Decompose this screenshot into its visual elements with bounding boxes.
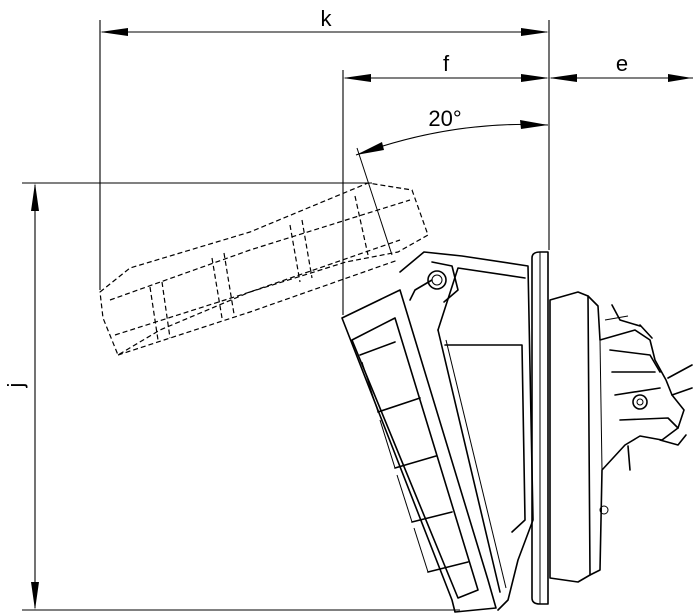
dimension-label-j: j	[3, 383, 28, 389]
socket-housing	[341, 251, 534, 613]
dimension-label-e: e	[616, 51, 628, 76]
dimension-label-k: k	[321, 6, 333, 31]
dimension-label-angle: 20°	[428, 106, 461, 131]
mounting-plate	[531, 251, 549, 605]
dimension-j	[22, 182, 460, 611]
dimension-e	[549, 74, 693, 82]
dimension-f	[342, 70, 549, 315]
dimension-angle	[355, 120, 549, 256]
dimension-label-f: f	[443, 51, 450, 76]
rear-housing	[549, 291, 693, 583]
dimension-k	[99, 20, 550, 290]
open-lid-outline	[99, 182, 429, 356]
